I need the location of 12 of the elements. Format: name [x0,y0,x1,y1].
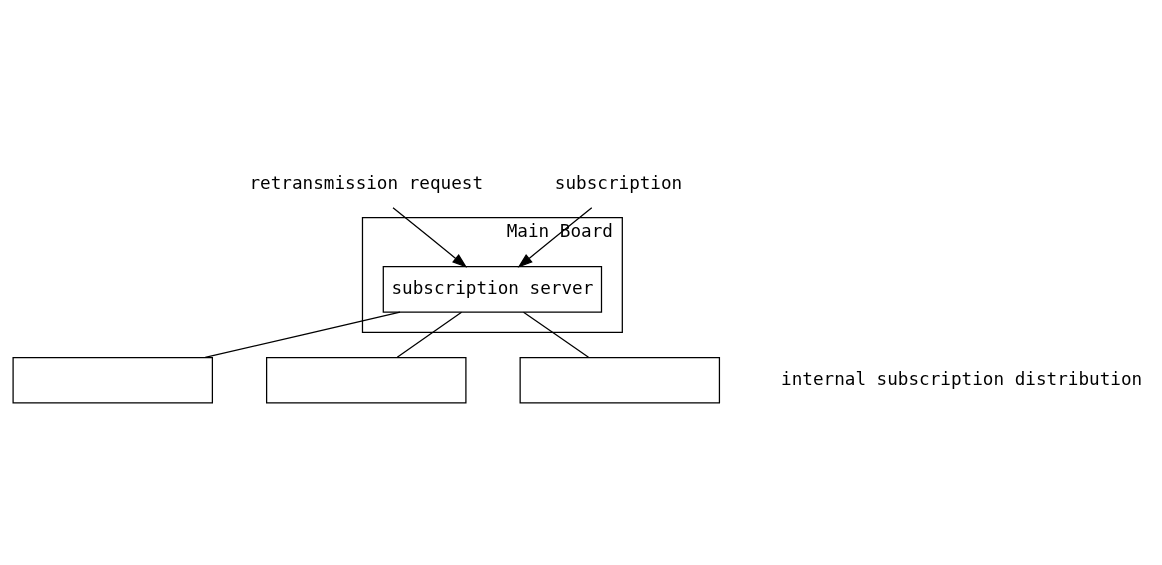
label: internal subscription distribution [781,368,1143,389]
node-text: subscription [554,173,683,194]
node-box [266,356,467,404]
node-text: retransmission request [249,173,484,194]
arrow [392,207,468,268]
connector [396,311,463,358]
node-box [519,356,721,404]
arrow [517,207,593,268]
node-box [12,356,213,404]
connector [522,311,590,358]
connector [204,311,401,359]
node-box: subscription server [382,266,603,313]
